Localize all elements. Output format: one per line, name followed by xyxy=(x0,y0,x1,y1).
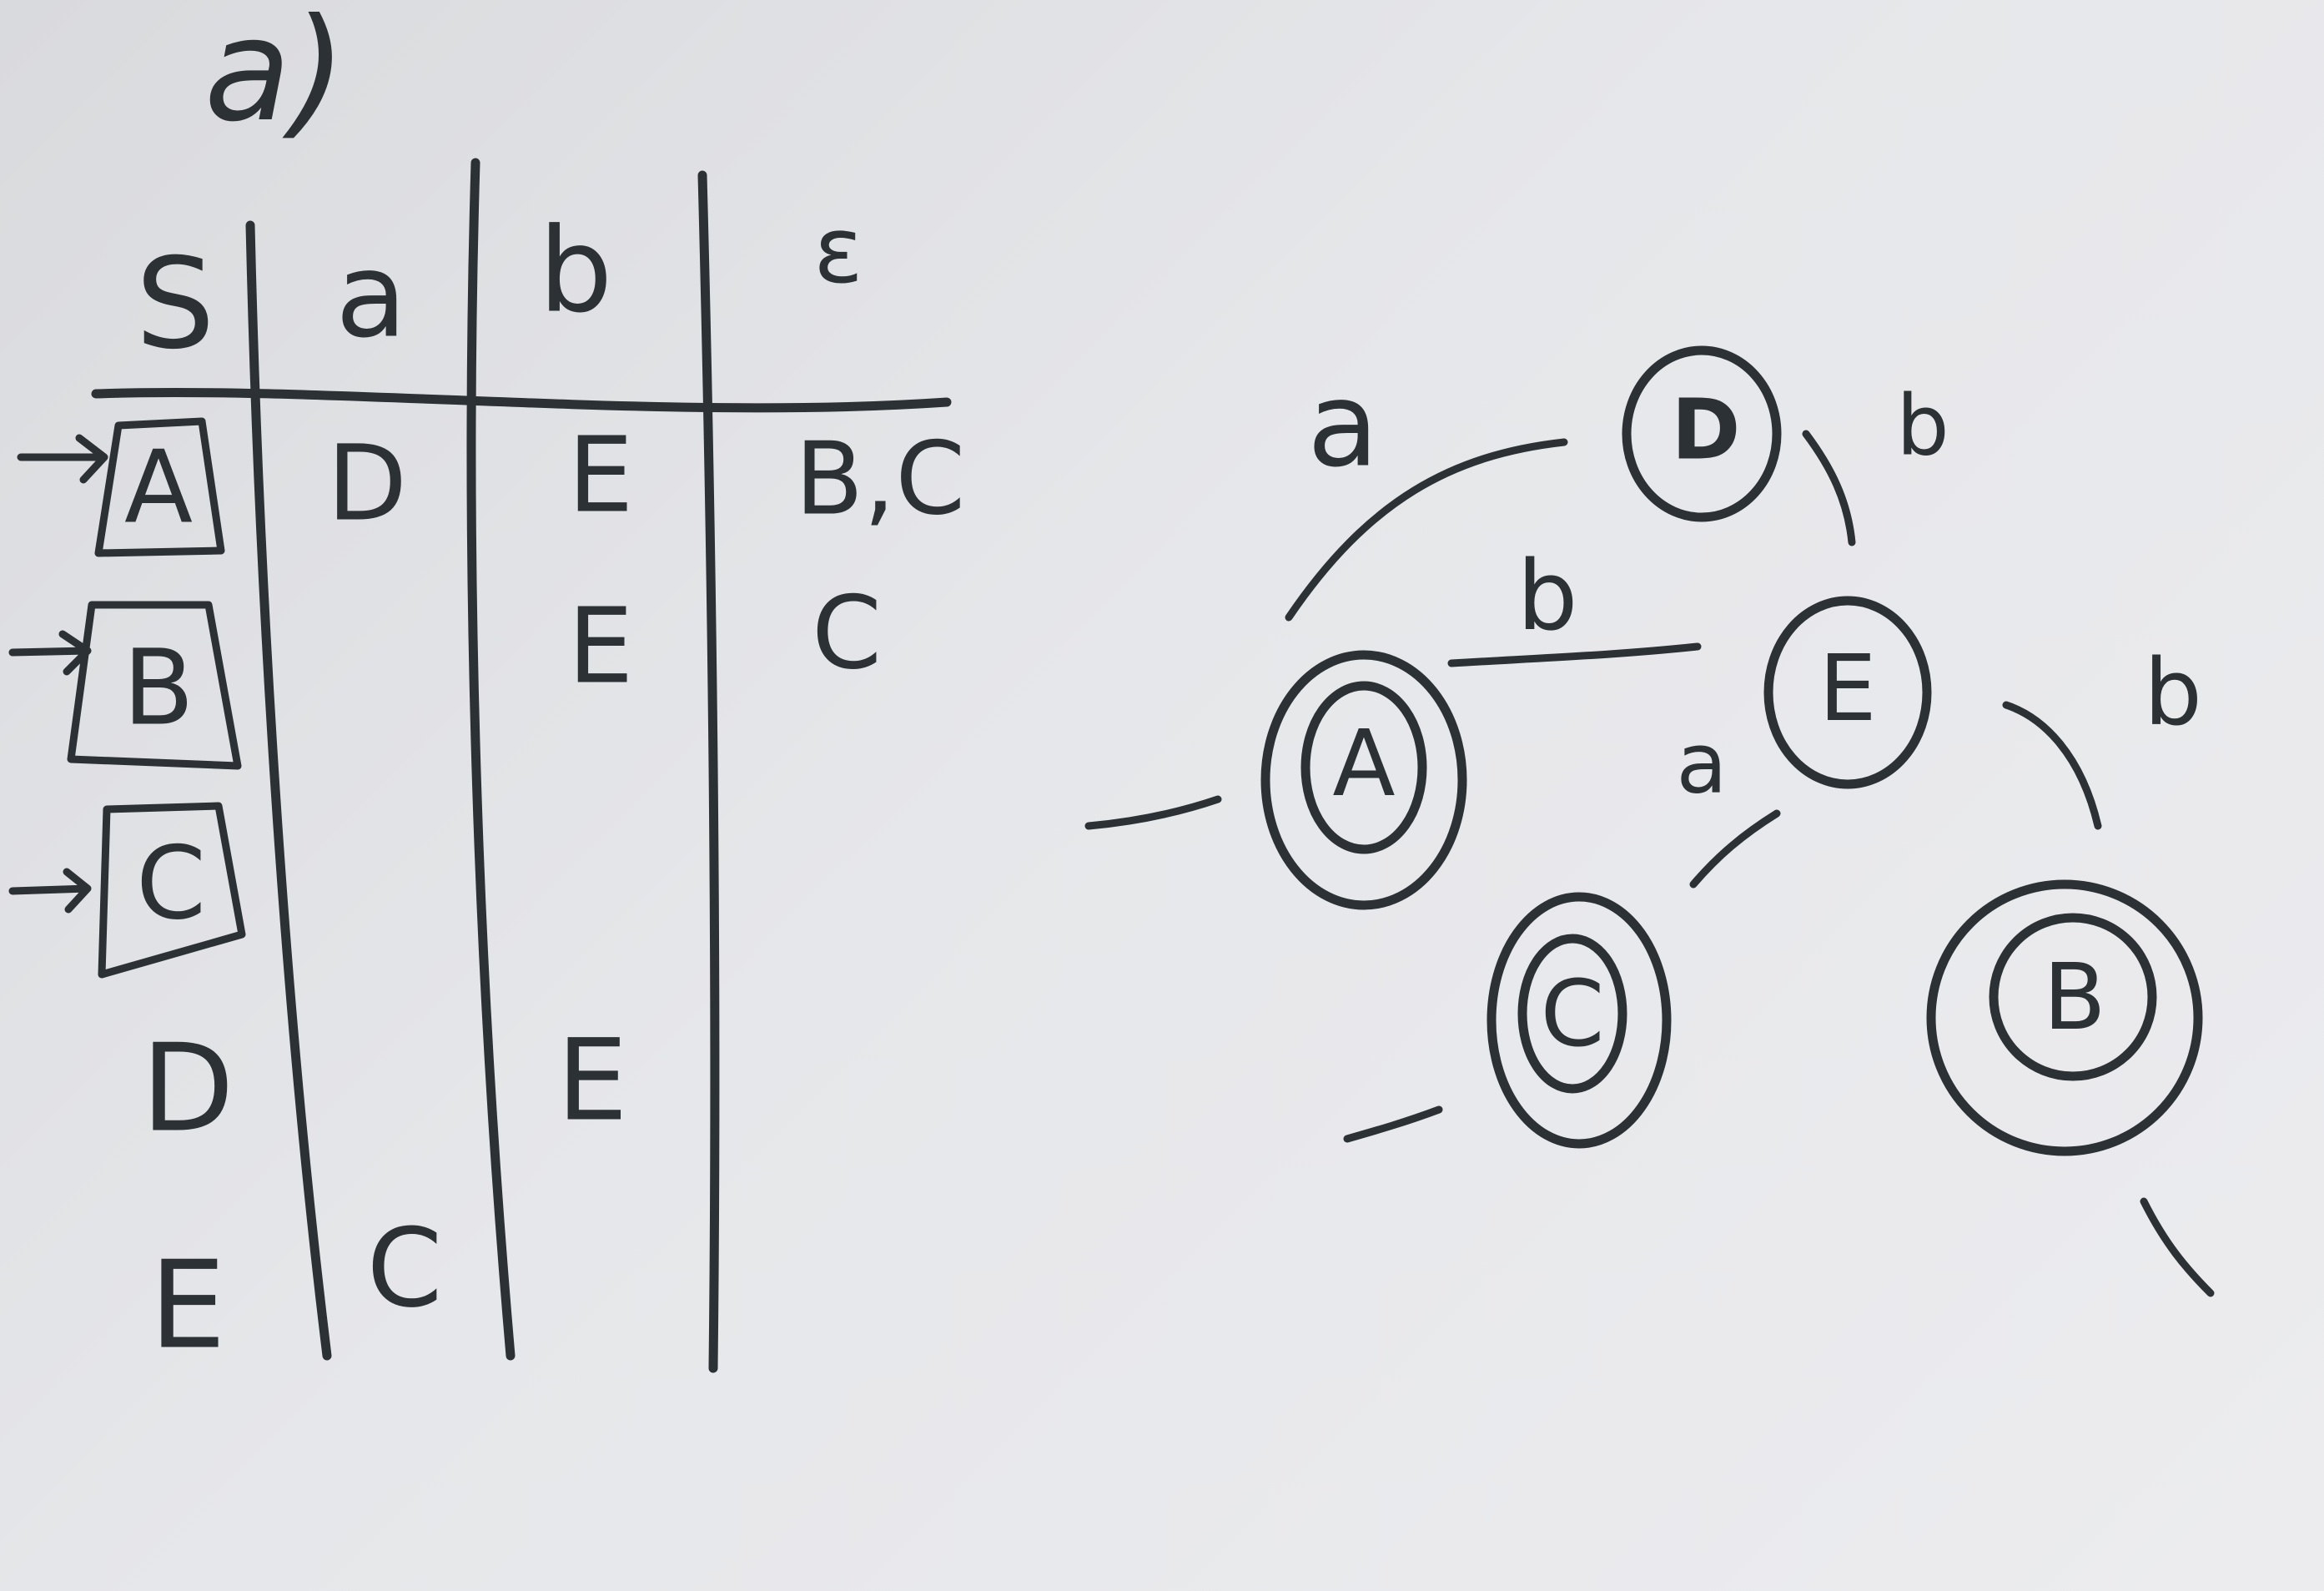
table-row-a-col-a: D xyxy=(327,424,407,545)
edge-label-d-to-e: b xyxy=(1896,377,1949,475)
state-b-inner-ring xyxy=(1989,913,2157,1081)
state-a: A xyxy=(1260,650,1467,910)
table-row-b-col-b: E xyxy=(568,587,634,707)
state-b-label: B xyxy=(2043,944,2105,1050)
table-row-a-state: A xyxy=(124,430,193,546)
edge-label-b-to-e: b xyxy=(2144,639,2202,746)
transition-table: S a b ε A D E B,C B E C C D E E C xyxy=(8,158,965,1377)
state-box-c xyxy=(98,802,246,979)
table-header-a: a xyxy=(335,229,407,365)
state-box-a xyxy=(94,417,225,557)
state-c-outer-ring xyxy=(1486,892,1672,1149)
edge-d-to-e xyxy=(1802,430,1856,546)
state-a-outer-ring xyxy=(1260,650,1467,910)
table-row-a-col-eps: B,C xyxy=(795,422,965,538)
state-b: B xyxy=(1926,879,2203,1156)
table-row-c-state: C xyxy=(136,827,206,943)
table-row-d-state: D xyxy=(141,1019,234,1160)
table-row-d-col-b: E xyxy=(556,1015,627,1146)
state-a-inner-ring xyxy=(1300,681,1427,854)
table-row-b-state: B xyxy=(123,628,194,749)
edge-e-to-c xyxy=(1689,809,1781,889)
state-d-label: D xyxy=(1671,381,1740,479)
state-box-b xyxy=(67,601,242,770)
start-arrow-icon xyxy=(1343,1105,1443,1143)
state-e: E xyxy=(1763,596,1932,789)
state-d-ring xyxy=(1622,345,1782,522)
edge-label-a-to-e: b xyxy=(1517,541,1578,652)
table-row-a-col-b: E xyxy=(568,415,634,536)
table-row-b-col-eps: C xyxy=(812,576,882,692)
table-col-divider-b xyxy=(697,170,720,1373)
start-arrow-icon xyxy=(1084,795,1222,830)
table-header-rule xyxy=(91,387,952,413)
state-c-inner-ring xyxy=(1517,934,1627,1094)
table-row-e-state: E xyxy=(149,1236,226,1377)
table-row-e-col-a: C xyxy=(367,1205,443,1332)
state-c: C xyxy=(1486,892,1672,1149)
state-c-label: C xyxy=(1541,960,1605,1067)
edge-label-e-to-c: a xyxy=(1676,715,1727,813)
automaton-graph: a b b a b A D E xyxy=(1084,345,2215,1297)
start-arrow-icon xyxy=(2140,1197,2215,1297)
table-header-state: S xyxy=(135,232,214,377)
edge-label-a-to-d: a xyxy=(1307,358,1379,494)
start-arrow-icon xyxy=(17,434,108,484)
part-label: a) xyxy=(204,0,347,154)
table-header-b: b xyxy=(539,204,613,340)
start-arrow-icon xyxy=(8,630,92,676)
edge-a-to-d xyxy=(1285,438,1568,622)
table-col-divider-a xyxy=(466,158,516,1361)
state-a-label: A xyxy=(1332,710,1395,817)
table-header-epsilon: ε xyxy=(813,197,863,304)
state-d: D xyxy=(1622,345,1782,522)
start-arrow-icon xyxy=(8,868,92,914)
edge-a-to-e xyxy=(1447,642,1702,667)
table-col-divider-s xyxy=(245,220,332,1361)
state-e-ring xyxy=(1763,596,1932,789)
edge-b-to-e xyxy=(2002,701,2102,830)
state-b-outer-ring xyxy=(1926,879,2203,1156)
state-e-label: E xyxy=(1818,635,1877,742)
